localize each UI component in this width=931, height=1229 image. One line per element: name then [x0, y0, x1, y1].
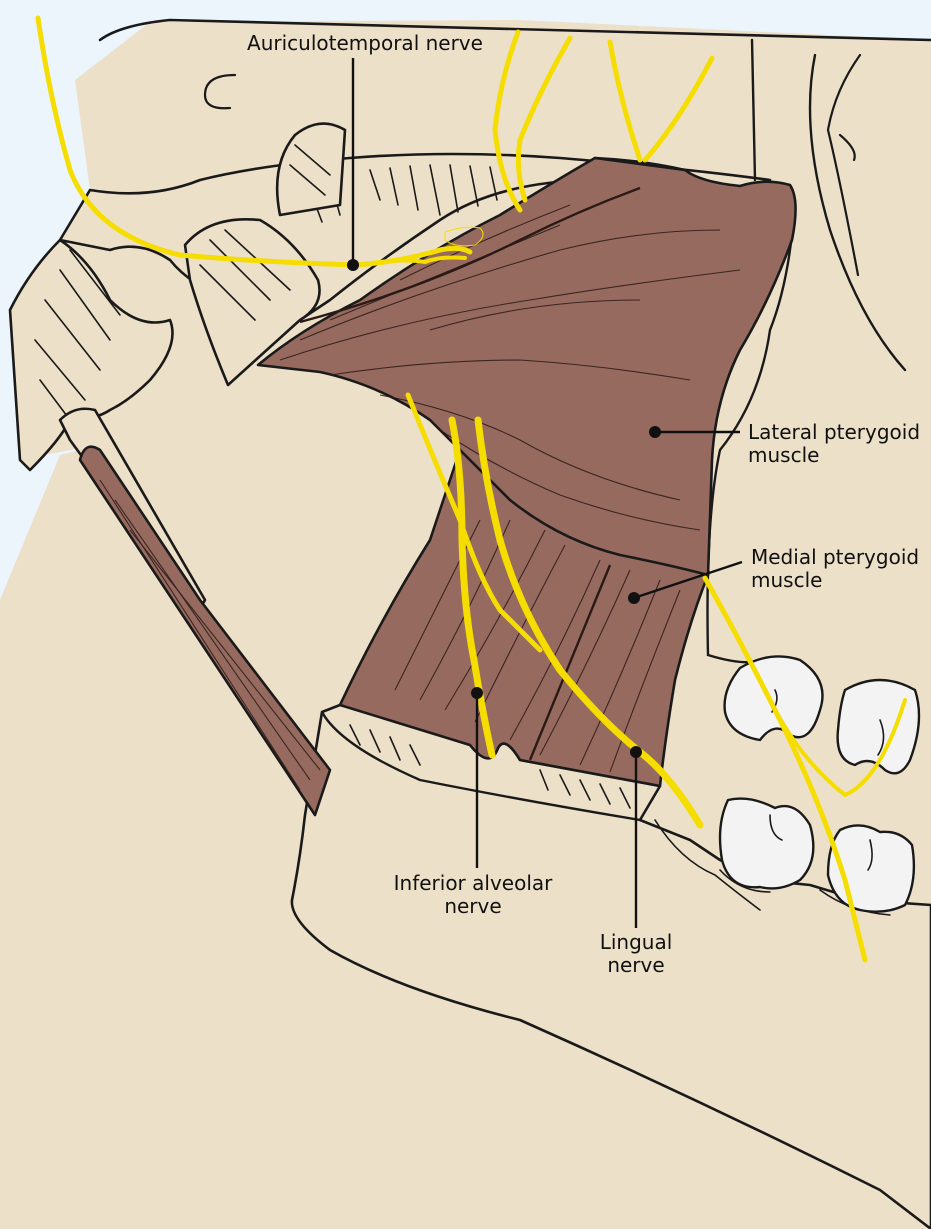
lingual-label-line2: nerve: [607, 953, 664, 977]
lingual-label-line1: Lingual: [600, 930, 673, 954]
medial-pterygoid-label-line1: Medial pterygoid: [751, 545, 919, 569]
lateral-pterygoid-label-line2: muscle: [748, 443, 819, 467]
auriculotemporal-label: Auriculotemporal nerve: [247, 31, 483, 55]
auriculotemporal-dot: [347, 259, 359, 271]
lateral-pterygoid-label-line1: Lateral pterygoid: [748, 420, 920, 444]
medial-pterygoid-label-line2: muscle: [751, 568, 822, 592]
lateral-pterygoid-dot: [649, 426, 661, 438]
lower-molar-1: [720, 799, 813, 889]
upper-molar-1: [725, 656, 823, 740]
medial-pterygoid-dot: [628, 592, 640, 604]
inferior-alveolar-label-line1: Inferior alveolar: [394, 871, 554, 895]
inferior-alveolar-dot: [471, 687, 483, 699]
lingual-dot: [630, 746, 642, 758]
inferior-alveolar-label-line2: nerve: [444, 894, 501, 918]
